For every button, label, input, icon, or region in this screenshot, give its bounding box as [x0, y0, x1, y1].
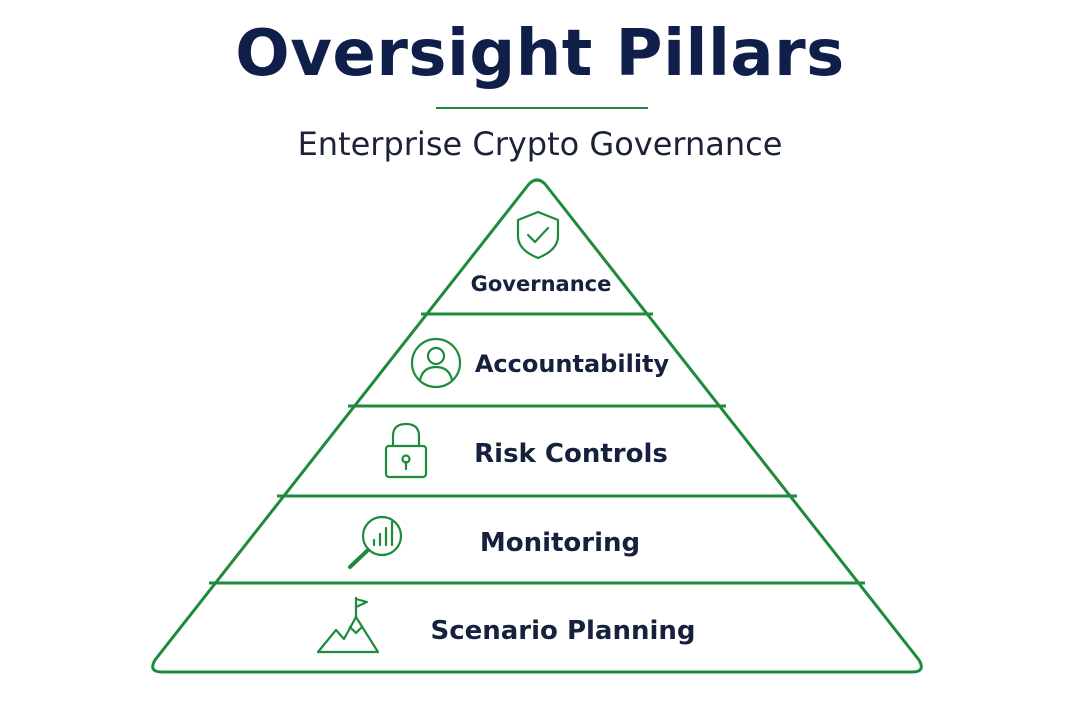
- mountain-flag-icon: [316, 596, 380, 654]
- pyramid-outline: [151, 178, 923, 674]
- tier-label-scenario-planning: Scenario Planning: [430, 616, 695, 646]
- magnifier-chart-icon: [348, 515, 403, 569]
- tier-scenario-planning: Scenario Planning: [316, 596, 696, 654]
- page-subtitle: Enterprise Crypto Governance: [297, 125, 783, 163]
- tier-monitoring: Monitoring: [348, 515, 640, 569]
- tier-accountability: Accountability: [410, 337, 670, 389]
- page-title: Oversight Pillars: [235, 17, 845, 91]
- tier-label-governance: Governance: [471, 272, 612, 296]
- padlock-icon: [384, 422, 428, 479]
- user-circle-icon: [410, 337, 462, 389]
- title-divider: [436, 107, 648, 109]
- tier-label-accountability: Accountability: [475, 350, 670, 378]
- tier-governance: Governance: [471, 210, 612, 296]
- tier-risk-controls: Risk Controls: [384, 422, 668, 479]
- tier-label-monitoring: Monitoring: [480, 528, 640, 558]
- shield-check-icon: [516, 210, 560, 260]
- tier-label-risk-controls: Risk Controls: [474, 439, 668, 469]
